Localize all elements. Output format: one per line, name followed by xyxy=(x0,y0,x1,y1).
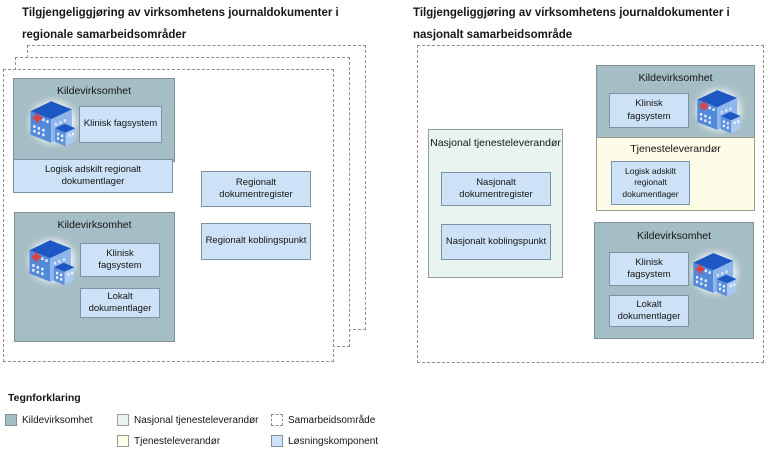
regionalt-koblingspunkt-box: Regionalt koblingspunkt xyxy=(201,223,311,260)
klinisk-fagsystem-box: Klinisk fagsystem xyxy=(609,252,689,286)
klinisk-fagsystem-box: Klinisk fagsystem xyxy=(80,243,160,277)
left-kildevirksomhet-2-title: Kildevirksomhet xyxy=(57,219,132,231)
legend-label: Løsningskomponent xyxy=(288,435,379,447)
hospital-building-icon xyxy=(691,84,747,136)
nasjonalt-dokumentregister-box: Nasjonalt dokumentregister xyxy=(441,172,551,206)
legend-item-kildevirksomhet: Kildevirksomhet xyxy=(5,414,93,426)
left-title-line1: Tilgjengeliggjøring av virksomhetens jou… xyxy=(22,7,339,19)
legend-item-tjenesteleverandor: Tjenesteleverandør xyxy=(117,435,220,447)
nasjonal-tjenesteleverandor-swatch xyxy=(117,414,129,426)
nasjonal-tjenesteleverandor-title: Nasjonal tjenesteleverandør xyxy=(430,137,561,149)
regionalt-dokumentregister-box: Regionalt dokumentregister xyxy=(201,171,311,207)
right-title-line1: Tilgjengeliggjøring av virksomhetens jou… xyxy=(413,7,730,19)
hospital-building-icon xyxy=(25,95,81,149)
lokalt-dokumentlager-box: Lokalt dokumentlager xyxy=(609,295,689,327)
legend-item-losningskomponent: Løsningskomponent xyxy=(271,435,378,447)
lokalt-dokumentlager-box: Lokalt dokumentlager xyxy=(80,288,160,318)
legend-title: Tegnforklaring xyxy=(8,392,81,404)
tjenesteleverandor-swatch xyxy=(117,435,129,447)
right-kildevirksomhet-1: Kildevirksomhet Klinisk fagsystem xyxy=(596,65,755,139)
legend-label: Tjenesteleverandør xyxy=(134,435,221,447)
logisk-adskilt-regionalt-dokumentlager-box: Logisk adskilt regionalt dokumentlager xyxy=(611,161,690,205)
losningskomponent-swatch xyxy=(271,435,283,447)
right-diagram-title: Tilgjengeliggjøring av virksomhetens jou… xyxy=(413,2,768,46)
tjenesteleverandor-title: Tjenesteleverandør xyxy=(630,143,721,155)
legend-label: Kildevirksomhet xyxy=(22,414,93,426)
left-kildevirksomhet-2: Kildevirksomhet Klinisk fagsystem Lokalt… xyxy=(14,212,175,342)
right-kildevirksomhet-1-title: Kildevirksomhet xyxy=(638,72,713,84)
legend-item-nasjonal-tjenesteleverandor: Nasjonal tjenesteleverandør xyxy=(117,414,259,426)
left-kildevirksomhet-1: Kildevirksomhet Klinisk fagsystem xyxy=(13,78,175,162)
legend-label: Nasjonal tjenesteleverandør xyxy=(134,414,259,426)
logisk-adskilt-regionalt-dokumentlager-box: Logisk adskilt regionalt dokumentlager xyxy=(13,159,173,193)
kildevirksomhet-swatch xyxy=(5,414,17,426)
left-diagram-title: Tilgjengeliggjøring av virksomhetens jou… xyxy=(22,2,382,46)
legend-item-samarbeidsomrade: Samarbeidsområde xyxy=(271,414,375,426)
left-kildevirksomhet-1-title: Kildevirksomhet xyxy=(56,85,132,97)
nasjonal-tjenesteleverandor-box: Nasjonal tjenesteleverandør Nasjonalt do… xyxy=(428,129,563,278)
right-kildevirksomhet-2-title: Kildevirksomhet xyxy=(636,230,712,242)
hospital-building-icon xyxy=(24,234,80,288)
right-kildevirksomhet-2: Kildevirksomhet Klinisk fagsystem Lokalt… xyxy=(594,222,754,339)
nasjonalt-koblingspunkt-box: Nasjonalt koblingspunkt xyxy=(441,224,551,260)
legend-label: Samarbeidsområde xyxy=(288,414,376,426)
klinisk-fagsystem-box: Klinisk fagsystem xyxy=(609,93,689,128)
klinisk-fagsystem-box: Klinisk fagsystem xyxy=(79,106,162,143)
right-title-line2: nasjonalt samarbeidsområde xyxy=(413,29,573,41)
left-title-line2: regionale samarbeidsområder xyxy=(22,29,187,41)
hospital-building-icon xyxy=(688,247,742,299)
samarbeidsomrade-swatch xyxy=(271,414,283,426)
tjenesteleverandor-box: Tjenesteleverandør Logisk adskilt region… xyxy=(596,137,755,211)
